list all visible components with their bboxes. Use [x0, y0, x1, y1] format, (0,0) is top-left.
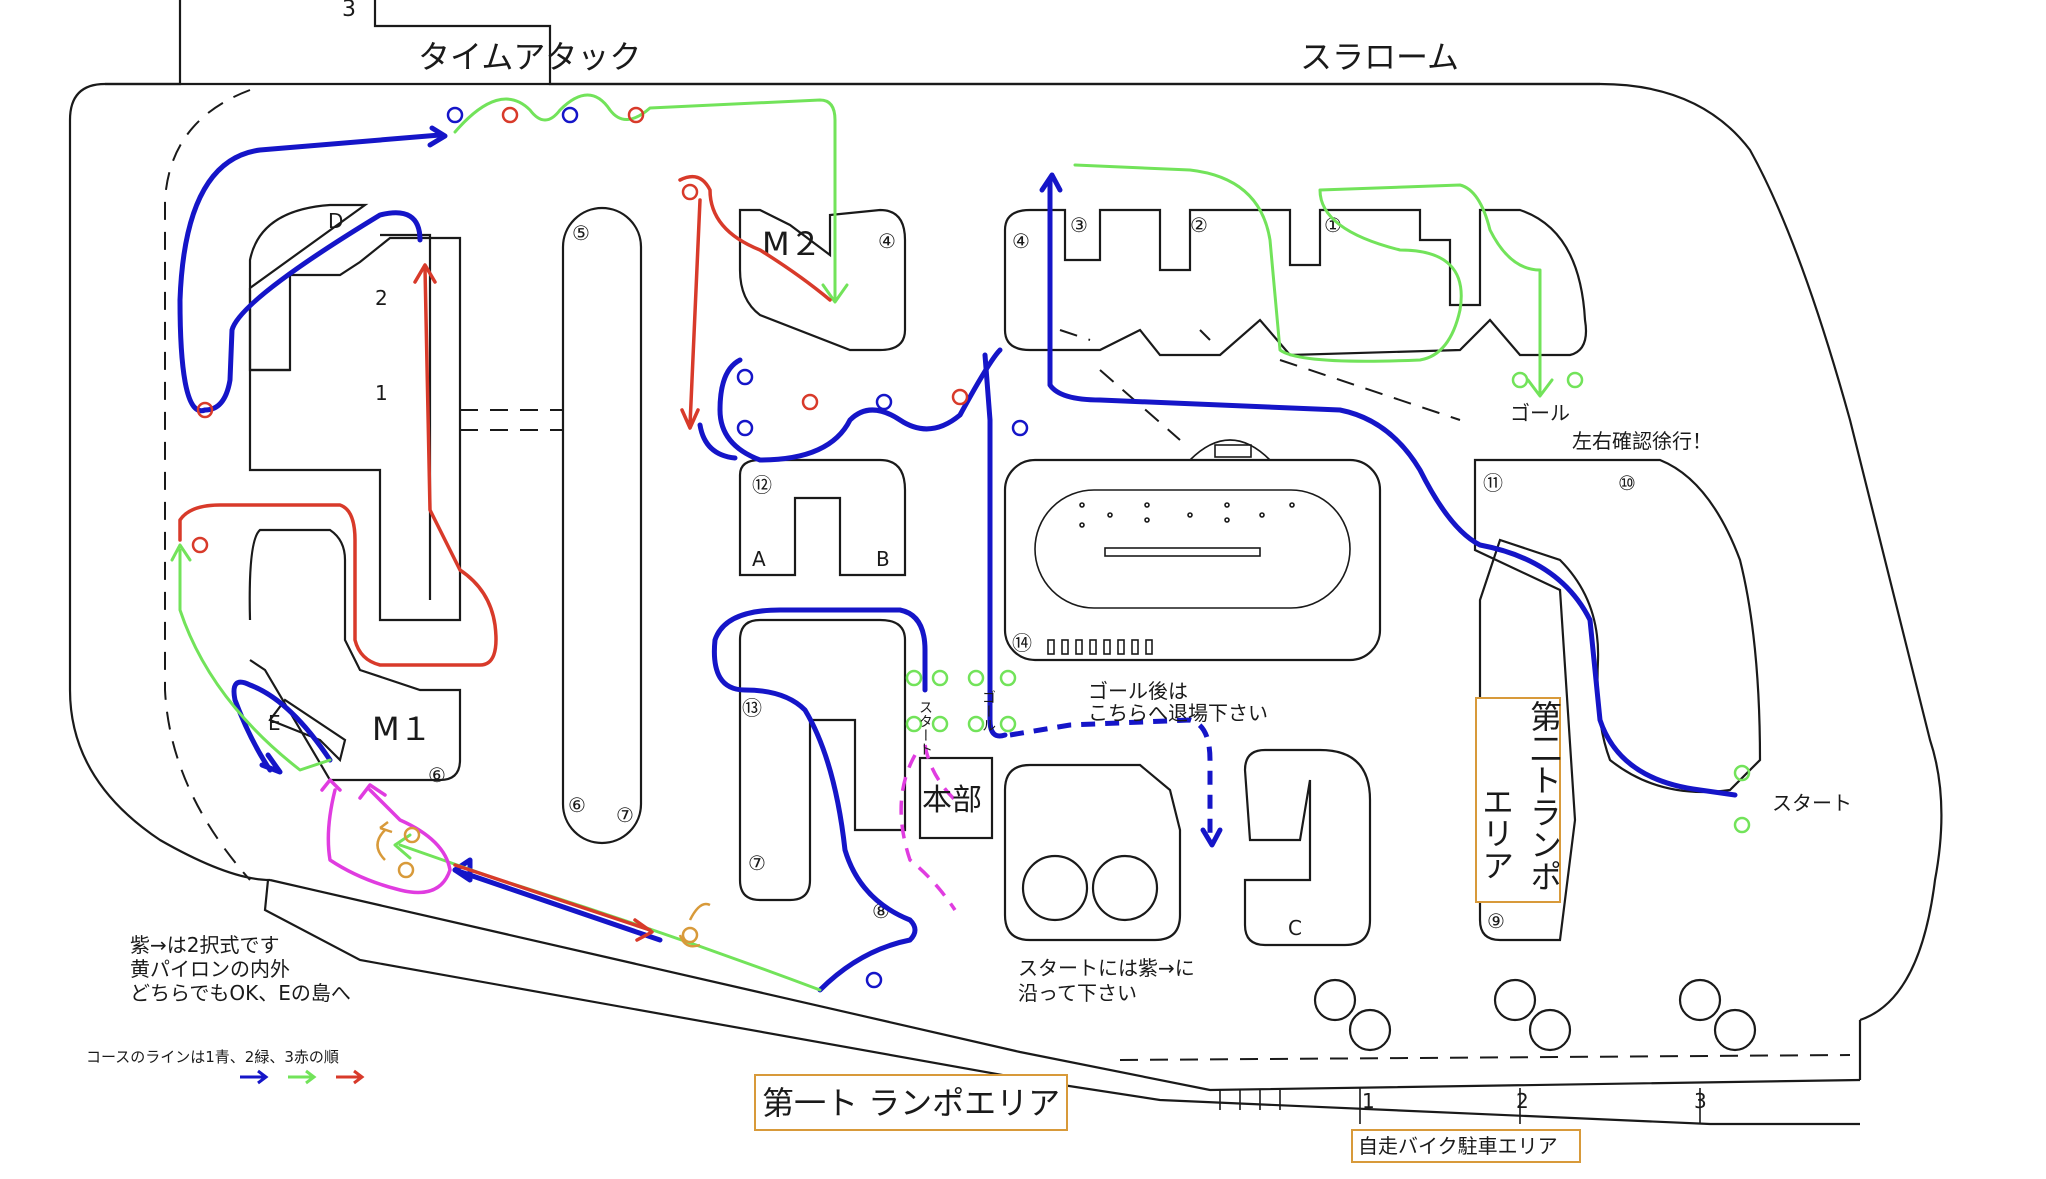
number-2: ② — [1190, 213, 1208, 237]
ramp1-label-box: 第一ト ランポエリア — [754, 1074, 1068, 1131]
goal-after-line2: こちらへ退場下さい — [1088, 701, 1268, 725]
number-4: ④ — [1012, 229, 1030, 253]
marker-1-label: 1 — [375, 381, 388, 405]
top-lot-number: 3 — [342, 0, 356, 22]
island-c-label: C — [1288, 916, 1302, 940]
island-b-label: B — [876, 547, 890, 571]
purple-note-line3: どちらでもOK、Eの島へ — [130, 981, 351, 1005]
slalom-start-label: スタート — [1772, 791, 1852, 815]
slalom-goal-label: ゴール — [1510, 401, 1570, 425]
ramp1-label: 第一ト ランポエリア — [762, 1084, 1060, 1122]
purple-note-line2: 黄パイロンの内外 — [130, 957, 290, 981]
ramp2-label-box: 第二トランポ エリア — [1475, 697, 1563, 903]
start-follow-line2: 沿って下さい — [1018, 981, 1137, 1005]
blue-course-center — [697, 172, 1738, 848]
ramp2-label-col1: 第二トランポ — [1525, 700, 1563, 892]
number-7: ⑦ — [616, 803, 634, 827]
ta-start-label: スタート — [917, 700, 933, 756]
parking-label: 自走バイク駐車エリア — [1358, 1134, 1558, 1158]
honbu-label: 本部 — [922, 783, 982, 818]
red-course — [178, 174, 832, 942]
course-order-note: コースのラインは1青、2緑、3赤の順 — [86, 1048, 339, 1066]
course-order-legend — [240, 1069, 365, 1085]
number-4-m2: ④ — [878, 229, 896, 253]
number-9: ⑨ — [1487, 909, 1505, 933]
number-12: ⑫ — [752, 473, 772, 497]
purple-note-line1: 紫→は2択式です — [130, 933, 279, 957]
bollards — [1047, 639, 1153, 655]
time-attack-title: タイムアタック — [418, 38, 641, 76]
number-11: ⑪ — [1483, 471, 1503, 495]
lot-2-label: 2 — [1516, 1089, 1529, 1113]
number-13: ⑬ — [742, 696, 762, 720]
marker-2-label: 2 — [375, 286, 388, 310]
oval-markers — [1079, 502, 1295, 528]
number-6: ⑥ — [568, 793, 586, 817]
island-a-label: A — [752, 547, 766, 571]
pylons — [191, 106, 1751, 989]
blue-course-time-attack — [177, 125, 928, 993]
m1-label: M１ — [372, 710, 432, 748]
island-e-label: E — [268, 711, 281, 735]
number-1: ① — [1324, 213, 1342, 237]
number-10: ⑩ — [1618, 471, 1636, 495]
purple-path — [320, 744, 957, 911]
check-lr-label: 左右確認徐行！ — [1572, 429, 1712, 453]
number-6-m1: ⑥ — [428, 763, 446, 787]
island-labels: D 2 1 E M１ ⑥ ⑤ ⑥ ⑦ M２ ④ ⑫ A B ⑬ ⑦ ⑧ ④ ③ … — [268, 209, 1636, 940]
lot-1-label: 1 — [1362, 1089, 1375, 1113]
yellow-pylon-hints — [376, 821, 711, 948]
number-5: ⑤ — [572, 221, 590, 245]
time-attack-islands — [248, 203, 994, 902]
slalom-title: スラローム — [1300, 38, 1459, 76]
island-d-label: D — [328, 209, 343, 233]
ramp2-label-col2: エリア — [1477, 785, 1515, 881]
slalom-islands — [1003, 208, 1762, 1052]
number-3: ③ — [1070, 213, 1088, 237]
site-outline — [68, 0, 1943, 1126]
number-7-left: ⑦ — [748, 851, 766, 875]
ta-goal-label: ゴール — [980, 690, 996, 732]
number-14: ⑭ — [1012, 631, 1032, 655]
lot-3-label: 3 — [1694, 1089, 1707, 1113]
start-follow-line1: スタートには紫→に — [1018, 956, 1195, 980]
parking-label-box: 自走バイク駐車エリア — [1351, 1129, 1581, 1163]
goal-after-line1: ゴール後は — [1088, 679, 1188, 703]
